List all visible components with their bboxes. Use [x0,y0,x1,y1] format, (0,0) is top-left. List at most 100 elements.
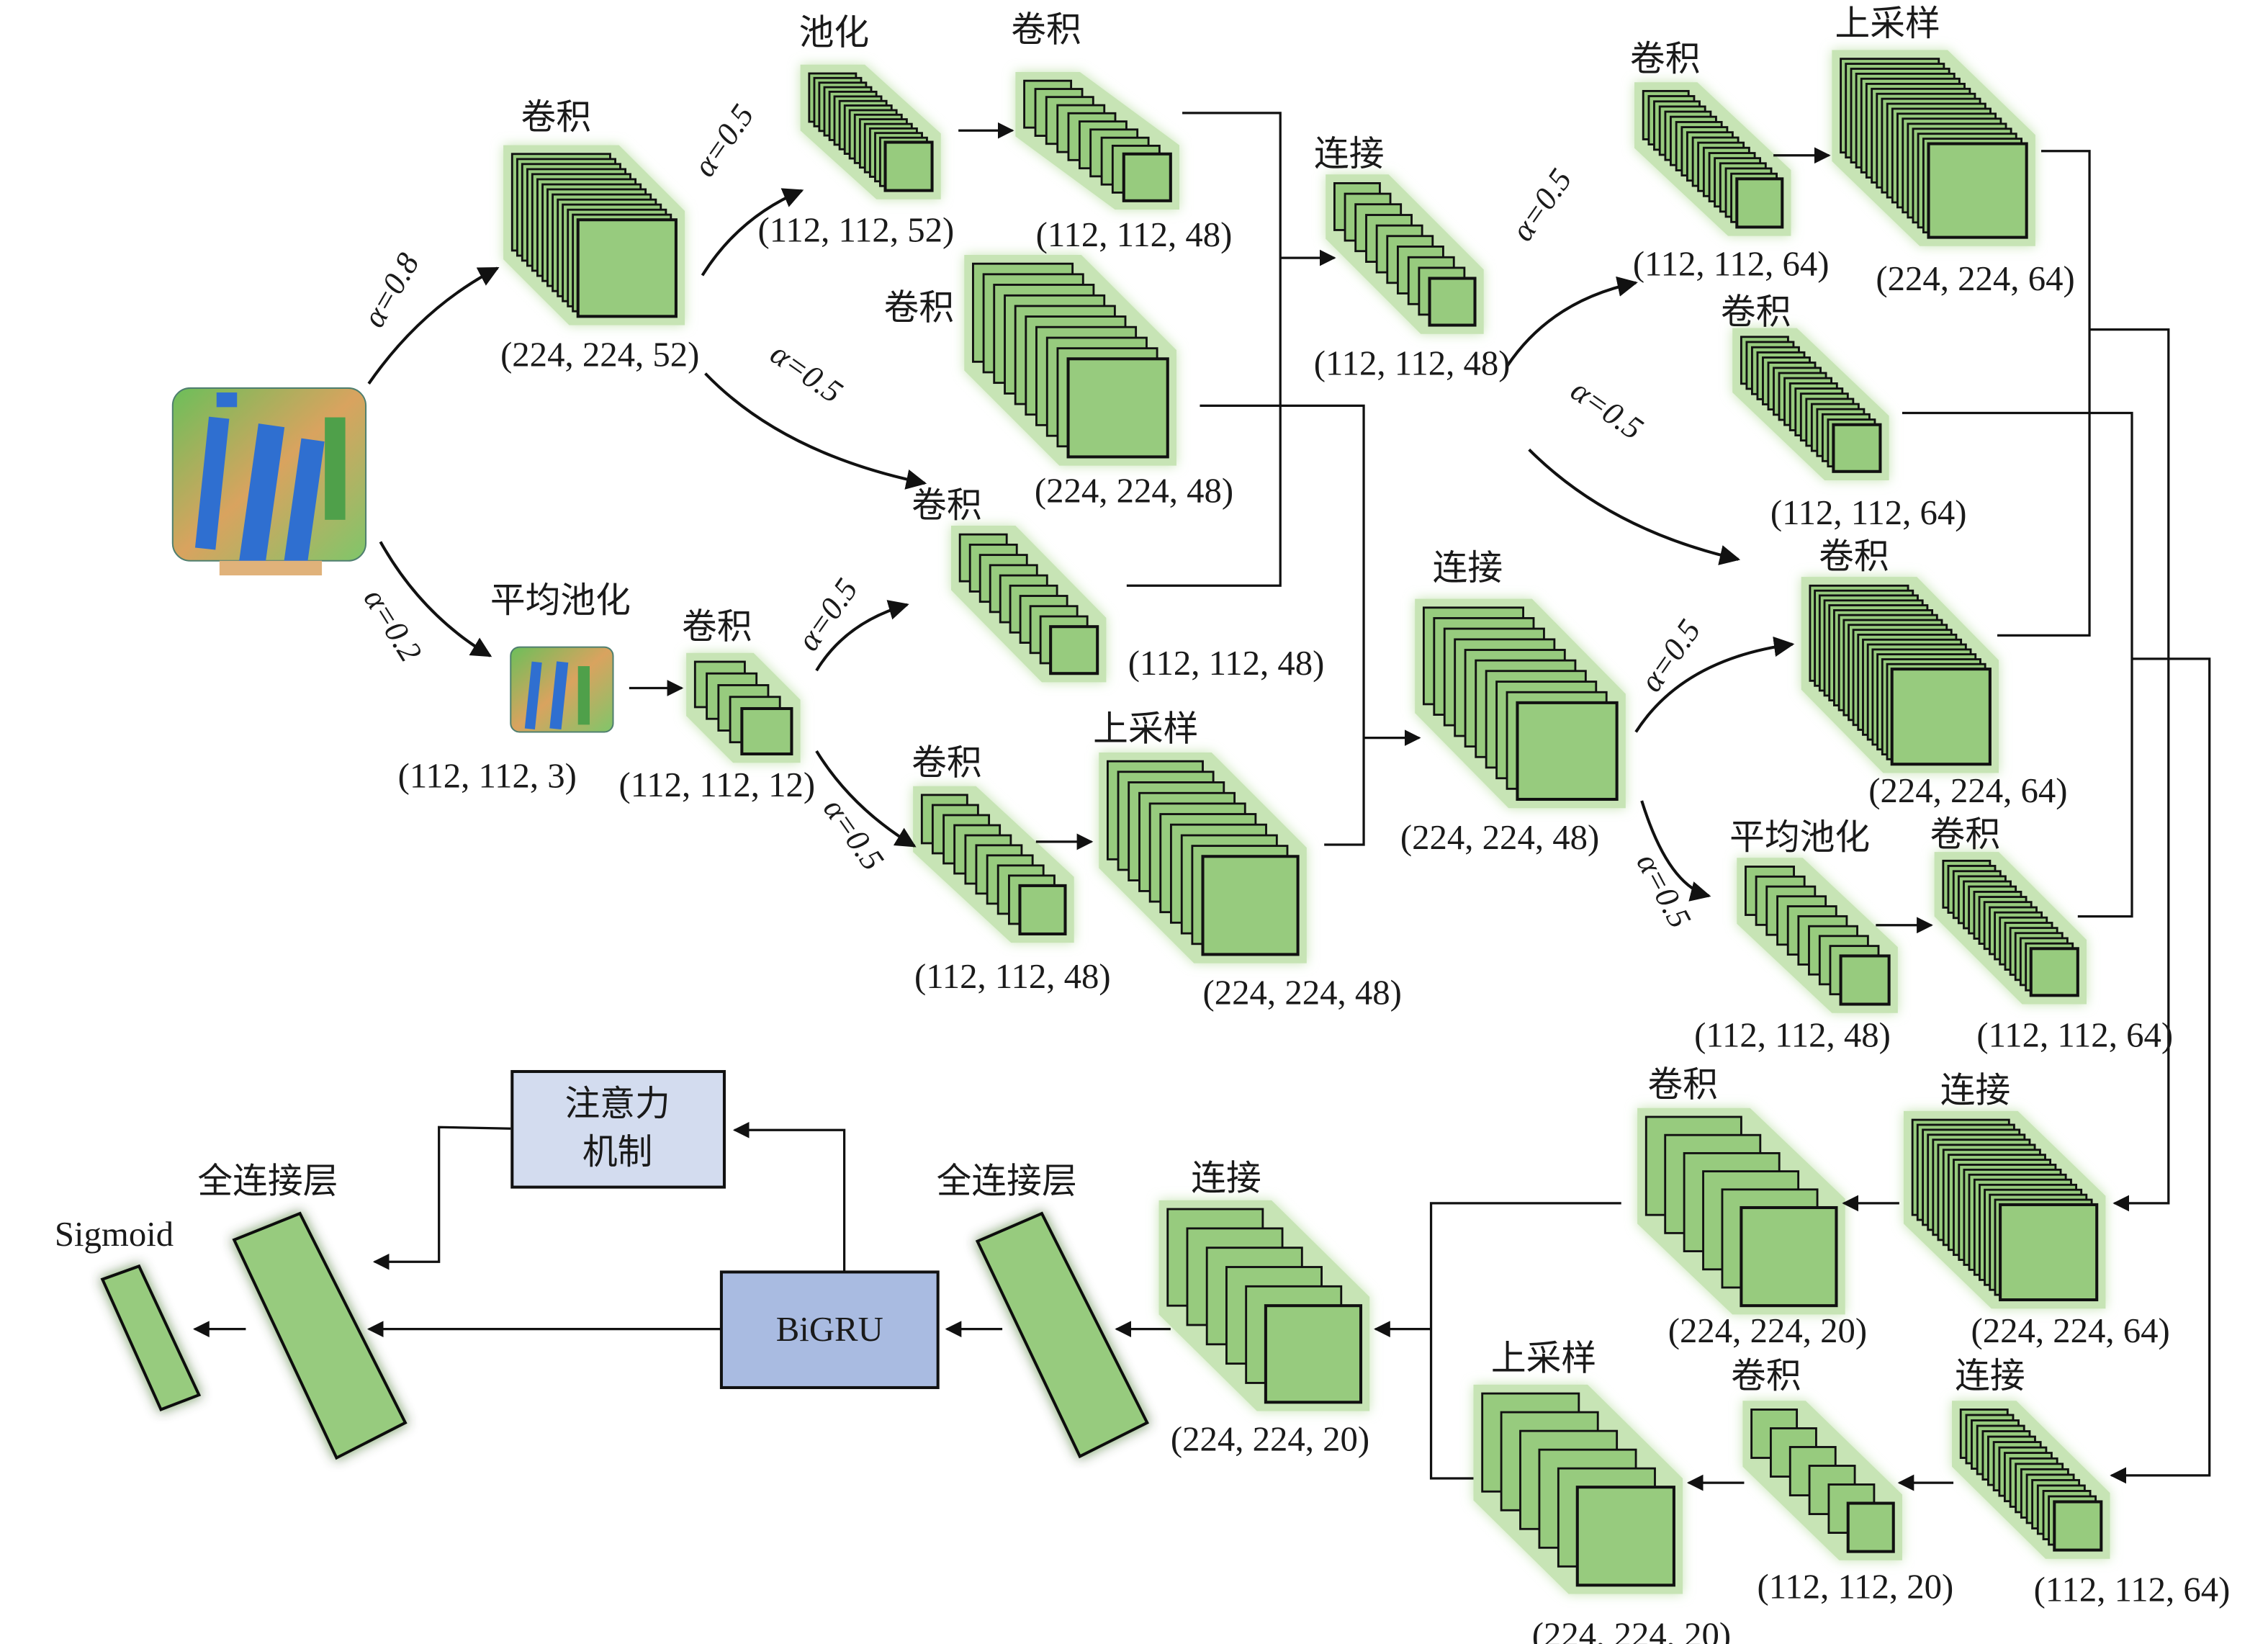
block-avgpool-112-48 [1737,858,1898,1013]
block-label: 池化 [799,12,870,53]
block-labels: 卷积(224, 224, 52)池化(112, 112, 52)卷积(112, … [398,3,2231,1644]
block-label: 上采样 [1835,3,1940,44]
attention-label-line1: 注意力 [564,1083,670,1124]
block-label: 卷积 [1731,1355,1801,1396]
alpha-label: α=0.8 [356,247,426,333]
block-conv-224-64 [1801,577,1999,773]
block-label: 卷积 [1819,536,1889,577]
alpha-label: α=0.5 [1565,372,1650,446]
sigmoid-output [100,1264,202,1412]
block-concat-112-48 [1326,174,1484,334]
alpha-label: α=0.5 [1629,848,1698,934]
alpha-label: α=0.5 [686,98,761,183]
block-label: 连接 [1314,133,1385,174]
block-dimensions: (224, 224, 48) [1035,471,1233,510]
block-conv-224-20 [1637,1108,1845,1315]
block-dimensions: (224, 224, 52) [500,335,699,374]
attention-box [510,1069,726,1189]
block-label: 平均池化 [490,580,631,621]
block-label: 卷积 [883,287,954,328]
block-conv-112-20 [1742,1401,1902,1560]
block-dimensions: (224, 224, 20) [1668,1311,1867,1350]
feature-map-front [1066,357,1169,459]
block-dimensions: (224, 224, 64) [1876,259,2074,298]
block-conv-112-64-b [1732,328,1889,480]
block-dimensions: (112, 112, 64) [1770,493,1967,532]
feature-map-front [576,218,678,318]
alpha-label: α=0.5 [790,572,865,657]
block-conv-112-48-a [1015,71,1179,210]
arrow-alpha-0-5 [1528,448,1741,565]
arrow-alpha-0-5 [701,188,804,277]
block-dimensions: (112, 112, 64) [1633,244,1830,283]
bigru-label: BiGRU [776,1310,883,1349]
arrow-alpha-0-5 [815,750,917,848]
feature-map-front [1735,177,1784,229]
block-upsample-224-64 [1832,50,2035,246]
block-label: 平均池化 [1729,817,1870,858]
block-conv-112-64-a [1634,82,1791,236]
bigru-box [719,1270,940,1389]
block-label: 卷积 [1647,1064,1718,1105]
feature-map-front [1428,277,1477,327]
avgpool-image [510,646,614,733]
block-dimensions: (112, 112, 12) [618,765,815,804]
alpha-label: α=0.5 [764,336,849,410]
block-dimensions: (224, 224, 64) [1971,1311,2169,1350]
block-conv-112-64-c [1934,852,2087,1005]
block-label: 卷积 [1630,38,1701,79]
feature-map-front [1049,625,1099,675]
alpha-label: α=0.5 [1504,162,1579,247]
fc-layer-2 [975,1211,1150,1459]
block-dimensions: (112, 112, 48) [1036,215,1233,254]
block-dimensions: (224, 224, 64) [1868,771,2067,810]
arrow-alpha-0-2 [379,541,492,657]
block-label: 卷积 [912,742,982,783]
arrow-alpha-0-5 [1640,800,1711,902]
block-dimensions: (112, 112, 48) [1128,644,1325,683]
block-label: 卷积 [1930,814,2001,855]
block-conv-112-48-b [950,525,1107,683]
block-label: 卷积 [682,606,752,647]
block-conv-112-12 [686,652,801,763]
feature-map-front [2029,947,2079,997]
block-label: 卷积 [1011,9,1081,50]
feature-map-front [740,706,793,756]
block-concat-224-48 [1415,598,1626,809]
block-label: 上采样 [1491,1338,1596,1379]
attention-label-line2: 机制 [582,1131,653,1172]
feature-map-front [1832,423,1882,473]
feature-map-front [1740,1205,1838,1308]
block-dimensions: (112, 112, 64) [1976,1015,2173,1054]
block-dimensions: (112, 112, 20) [1758,1568,1954,1607]
feature-map-front [1201,855,1300,956]
input-xray-image [171,387,367,576]
connectors [193,112,2211,1491]
feature-map-front [883,140,934,192]
block-concat-224-20 [1158,1200,1370,1411]
block-concat-112-64 [1952,1401,2110,1559]
block-label: 上采样 [1093,709,1198,750]
block-label: 卷积 [521,96,591,138]
block-dimensions: (112, 112, 48) [1694,1015,1891,1054]
feature-map-blocks [503,50,2110,1594]
feature-map-front [1122,152,1172,202]
block-conv-224-52 [503,145,685,325]
block-concat-224-64 [1903,1110,2106,1309]
block-upsample-224-48 [1099,752,1307,964]
fc-layer-1 [232,1211,408,1460]
feature-map-front [1264,1304,1363,1404]
split-arrows [367,188,1795,902]
block-pool-112-52 [800,64,941,199]
block-conv-224-48-a [964,255,1176,466]
block-dimensions: (224, 224, 20) [1532,1616,1731,1644]
alpha-label: α=0.5 [816,791,891,876]
block-dimensions: (224, 224, 48) [1400,818,1599,857]
feature-map-front [1839,954,1891,1006]
feature-map-front [1516,701,1619,801]
feature-map-front [2053,1500,2103,1552]
block-label: 卷积 [912,485,982,526]
block-dimensions: (112, 112, 3) [398,757,577,796]
arrow-alpha-0-5 [1634,636,1795,733]
